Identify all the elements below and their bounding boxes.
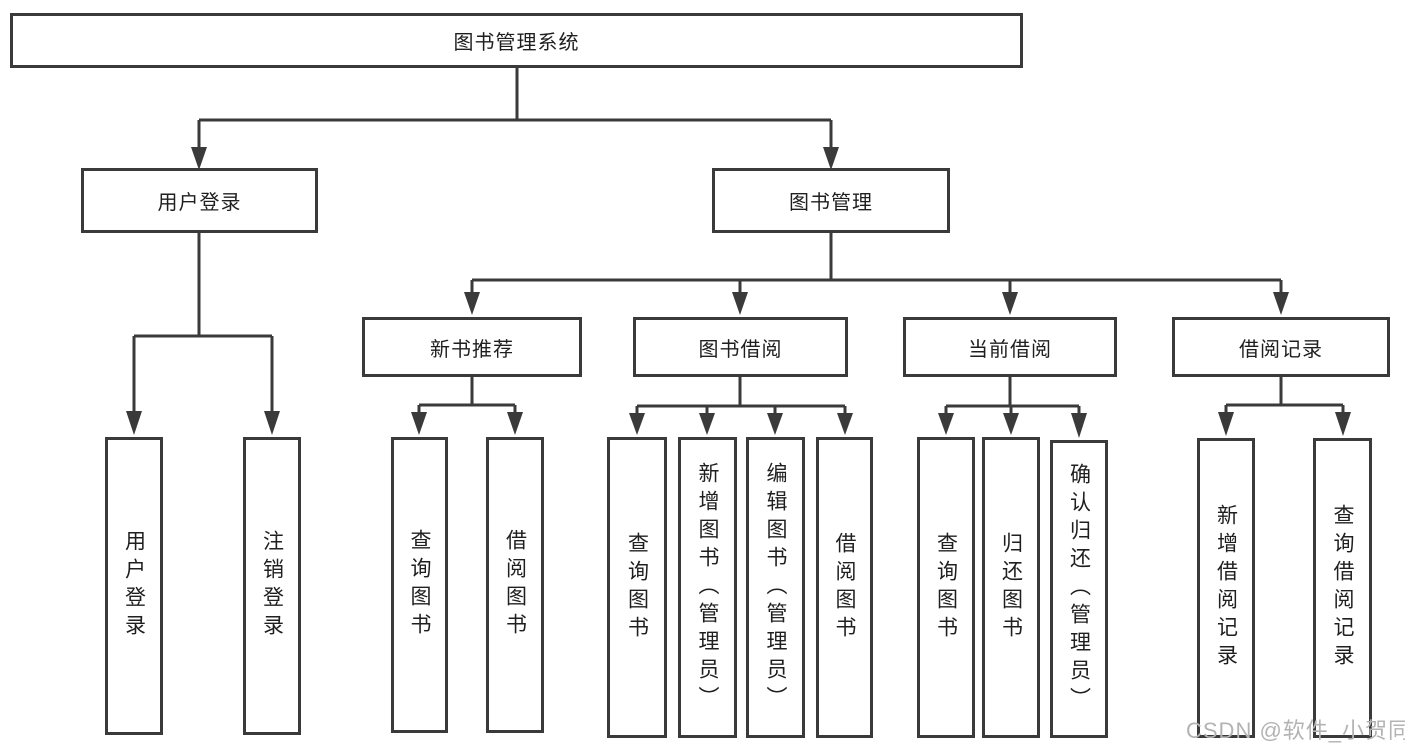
node-return-book: 归还图书: [982, 437, 1040, 738]
node-current-borrow-label: 当前借阅: [968, 338, 1052, 361]
node-confirm-return: 确认归还（管理员）: [1050, 440, 1108, 738]
node-query-book-3: 查询图书: [917, 437, 975, 738]
node-return-book-label: 归还图书: [999, 531, 1023, 644]
node-edit-book: 编辑图书（管理员）: [746, 437, 805, 738]
node-user-login: 用户登录: [81, 168, 318, 233]
node-borrow-book-1-label: 借阅图书: [503, 529, 527, 641]
node-user-login-leaf-label: 用户登录: [122, 530, 146, 642]
node-query-borrow-record-label: 查询借阅记录: [1331, 504, 1355, 672]
node-query-book-3-label: 查询图书: [934, 531, 958, 644]
node-user-login-label: 用户登录: [157, 192, 242, 214]
node-root: 图书管理系统: [10, 13, 1023, 68]
node-add-borrow-record: 新增借阅记录: [1197, 438, 1255, 738]
node-add-borrow-record-label: 新增借阅记录: [1214, 504, 1238, 672]
node-new-book-rec-label: 新书推荐: [430, 338, 514, 361]
node-book-borrow: 图书借阅: [633, 317, 848, 377]
node-query-book-2-label: 查询图书: [625, 531, 649, 644]
node-book-mgmt-label: 图书管理: [789, 192, 873, 214]
node-new-book-rec: 新书推荐: [362, 317, 582, 377]
node-query-book-2: 查询图书: [607, 437, 667, 738]
connector-book-borrow-children: [629, 377, 853, 435]
node-borrow-book-1: 借阅图书: [486, 437, 544, 733]
node-borrow-book-2: 借阅图书: [816, 437, 873, 738]
node-logout: 注销登录: [243, 437, 301, 735]
node-edit-book-label: 编辑图书（管理员）: [764, 461, 788, 714]
node-query-book-1: 查询图书: [391, 437, 448, 733]
node-logout-label: 注销登录: [260, 530, 284, 642]
connector-current-borrow-children: [938, 377, 1087, 438]
connector-borrow-records-children: [1218, 377, 1351, 436]
node-book-mgmt: 图书管理: [712, 168, 950, 233]
connector-user-login-children: [126, 233, 280, 435]
node-add-book-label: 新增图书（管理员）: [696, 461, 720, 714]
connector-root-to-level2: [191, 68, 839, 170]
node-borrow-book-2-label: 借阅图书: [833, 531, 857, 644]
connector-book-mgmt-children: [464, 233, 1289, 315]
connector-new-book-rec-children: [411, 377, 523, 435]
node-query-book-1-label: 查询图书: [408, 529, 432, 641]
node-borrow-records-label: 借阅记录: [1239, 338, 1323, 361]
node-root-label: 图书管理系统: [453, 32, 580, 54]
node-current-borrow: 当前借阅: [903, 317, 1117, 377]
node-user-login-leaf: 用户登录: [105, 437, 163, 735]
node-confirm-return-label: 确认归还（管理员）: [1067, 463, 1091, 715]
node-add-book: 新增图书（管理员）: [678, 437, 737, 738]
node-borrow-records: 借阅记录: [1172, 317, 1390, 377]
node-query-borrow-record: 查询借阅记录: [1313, 438, 1372, 738]
node-book-borrow-label: 图书借阅: [698, 338, 783, 361]
